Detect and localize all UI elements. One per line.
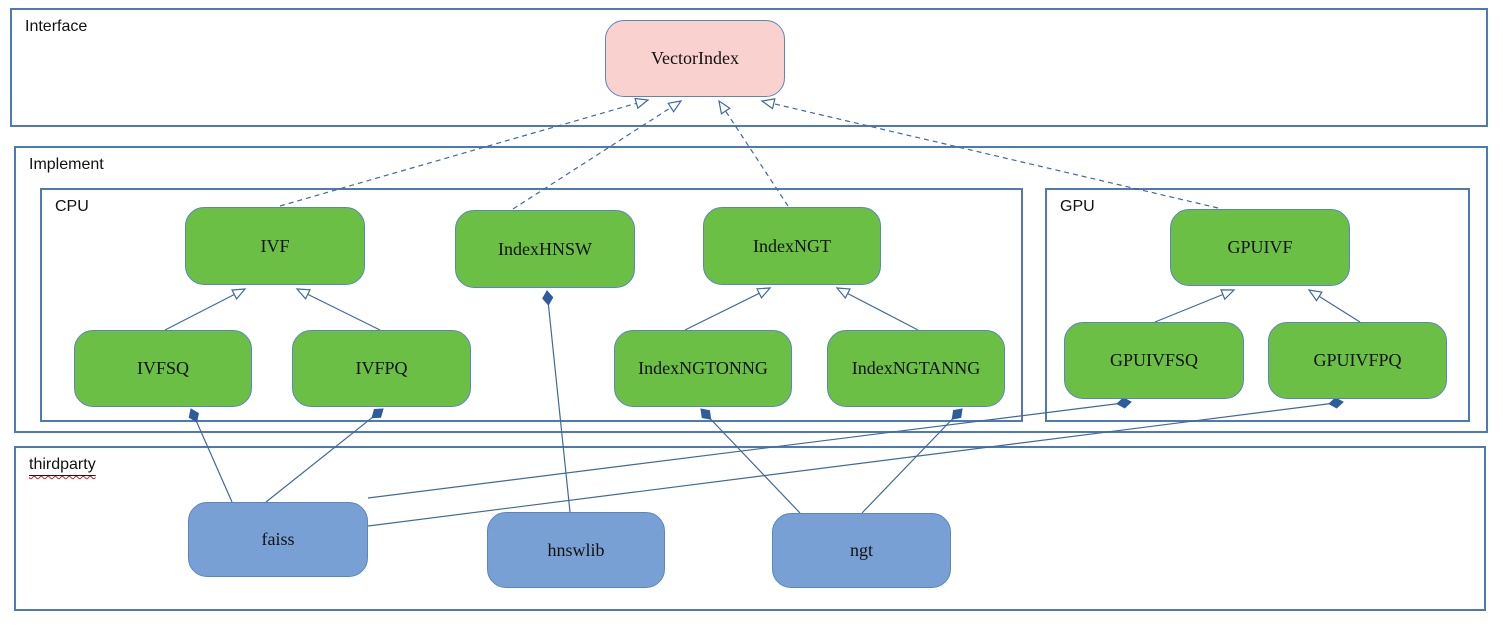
edge-faiss-to-gpuivfpq[interactable] <box>367 397 1344 527</box>
node-indexhnsw[interactable]: IndexHNSW <box>455 210 635 288</box>
edge-ivfsq-to-ivf[interactable] <box>164 288 247 331</box>
node-ivf[interactable]: IVF <box>185 207 365 285</box>
node-faiss[interactable]: faiss <box>188 502 368 577</box>
node-ngt-label: ngt <box>849 540 873 560</box>
node-gpuivfpq-label: GPUIVFPQ <box>1313 350 1402 370</box>
node-hnswlib-label: hnswlib <box>547 539 605 560</box>
container-interface[interactable]: Interface <box>10 8 1488 127</box>
node-indexngtonng[interactable]: IndexNGTONNG <box>614 330 792 407</box>
node-ivfpq[interactable]: IVFPQ <box>292 330 471 407</box>
node-gpuivf[interactable]: GPUIVF <box>1170 209 1350 286</box>
container-thirdparty-label: thirdparty <box>29 456 96 474</box>
node-ngt[interactable]: ngt <box>772 513 951 588</box>
container-cpu[interactable]: CPU <box>40 188 1023 422</box>
edge-indexngtonng-to-indexngt[interactable] <box>684 287 772 331</box>
edge-gpuivf-to-vectorindex[interactable] <box>760 98 1219 209</box>
container-gpu[interactable]: GPU <box>1045 188 1470 422</box>
node-indexngt[interactable]: IndexNGT <box>703 207 881 285</box>
node-ivfsq-label: IVFSQ <box>136 358 189 378</box>
container-implement[interactable]: Implement <box>14 146 1488 433</box>
edge-gpuivfpq-to-gpuivf[interactable] <box>1307 289 1361 323</box>
node-gpuivf-label: GPUIVF <box>1227 237 1293 257</box>
edge-gpuivfsq-to-gpuivf[interactable] <box>1154 289 1236 323</box>
node-indexngtonng-label: IndexNGTONNG <box>638 358 768 378</box>
node-gpuivfsq[interactable]: GPUIVFSQ <box>1064 322 1244 399</box>
node-hnswlib[interactable]: hnswlib <box>487 512 665 588</box>
container-gpu-label: GPU <box>1060 198 1095 215</box>
node-vectorindex-label: VectorIndex <box>651 48 739 68</box>
container-implement-label: Implement <box>29 156 104 173</box>
edge-faiss-to-ivfpq[interactable] <box>265 408 384 503</box>
edge-indexngt-to-vectorindex[interactable] <box>718 99 789 207</box>
container-thirdparty-label-text: thirdparty <box>29 456 96 473</box>
node-gpuivfsq-label: GPUIVFSQ <box>1109 350 1199 370</box>
edge-hnswlib-to-indexhnsw[interactable] <box>542 290 571 513</box>
node-indexngtanng[interactable]: IndexNGTANNG <box>827 330 1005 407</box>
container-cpu-label: CPU <box>55 198 89 215</box>
node-vectorindex[interactable]: VectorIndex <box>605 20 785 97</box>
edge-faiss-to-gpuivfsq[interactable] <box>367 397 1132 499</box>
edge-indexngtanng-to-indexngt[interactable] <box>835 287 919 331</box>
edge-ivf-to-vectorindex[interactable] <box>279 97 650 207</box>
edge-faiss-to-ivfsq[interactable] <box>188 408 233 503</box>
node-indexngt-label: IndexNGT <box>753 235 831 256</box>
node-ivfsq[interactable]: IVFSQ <box>74 330 252 407</box>
node-ivfpq-label: IVFPQ <box>355 358 408 378</box>
node-indexngtanng-label: IndexNGTANNG <box>851 358 981 378</box>
edge-ivfpq-to-ivf[interactable] <box>295 288 381 331</box>
edge-ngt-to-indexngtonng[interactable] <box>700 408 801 514</box>
node-gpuivfpq[interactable]: GPUIVFPQ <box>1268 322 1447 399</box>
node-ivf-label: IVF <box>260 235 290 256</box>
container-interface-label: Interface <box>25 18 88 35</box>
node-faiss-label: faiss <box>261 529 295 549</box>
edge-indexhnsw-to-vectorindex[interactable] <box>512 100 683 210</box>
edge-ngt-to-indexngtanng[interactable] <box>861 408 963 514</box>
node-indexhnsw-label: IndexHNSW <box>498 238 592 259</box>
container-thirdparty[interactable]: thirdparty <box>14 446 1486 611</box>
